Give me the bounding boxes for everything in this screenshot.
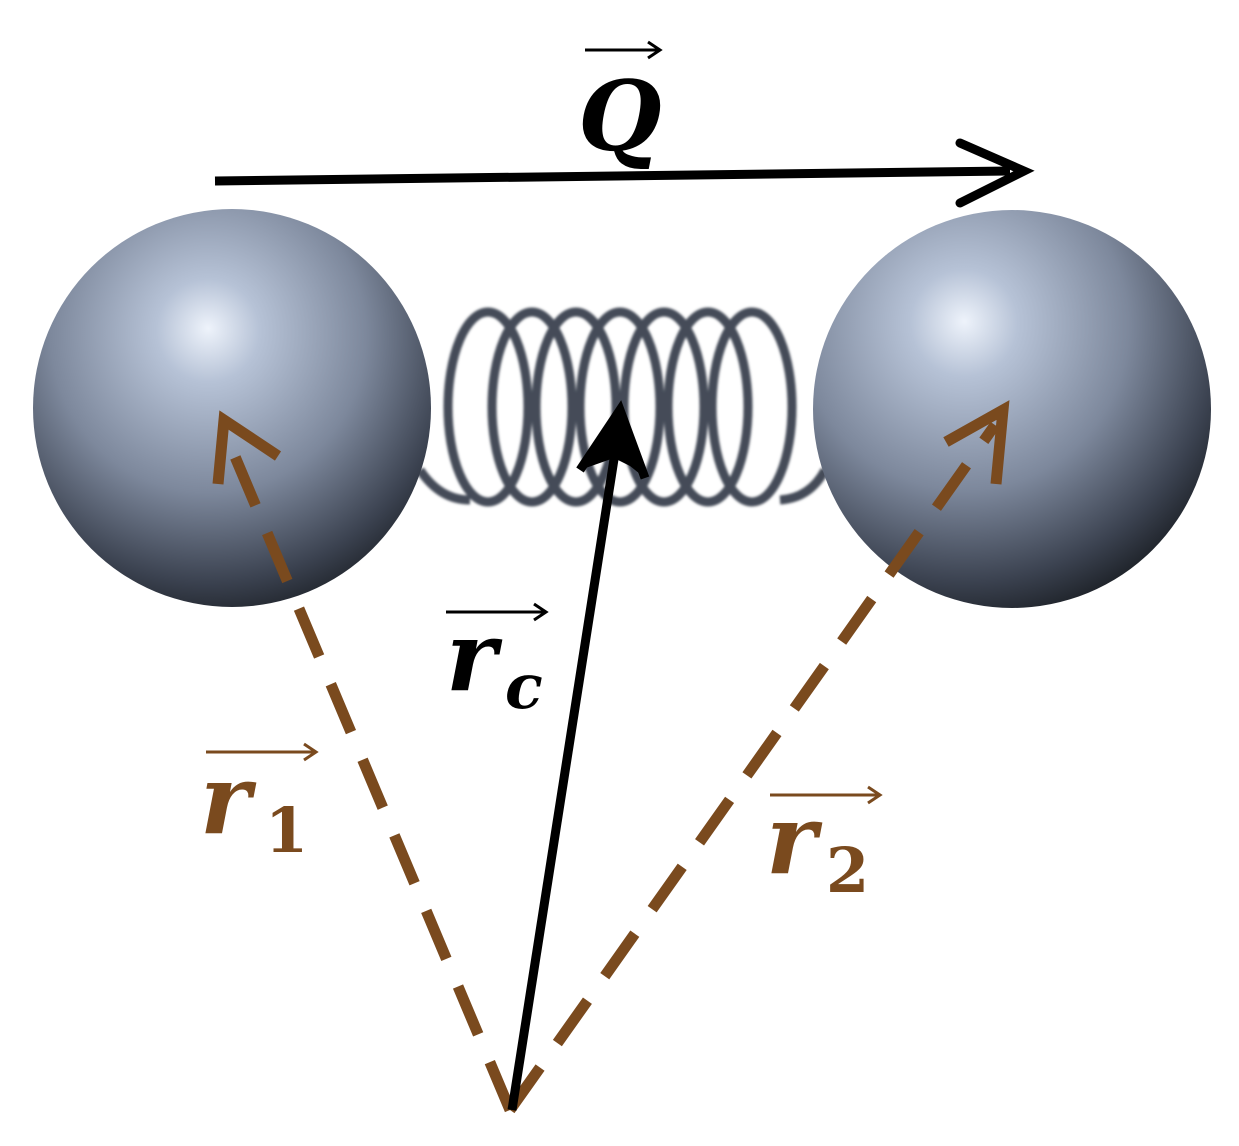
- q-label-text: Q: [578, 60, 662, 173]
- q-vector-arrow: [214, 138, 1035, 208]
- r1-vector-arrow: [212, 410, 516, 1113]
- r2-vector-arrow: [505, 400, 1010, 1114]
- spring-icon: [416, 307, 829, 507]
- r2-label-base: r: [766, 783, 823, 896]
- rc-vector-arrow: [507, 400, 650, 1111]
- left-sphere-icon: [33, 209, 431, 607]
- r1-label-base: r: [200, 743, 257, 856]
- r2-label-sub: 2: [826, 834, 869, 907]
- rc-label-sub: c: [505, 650, 543, 723]
- r1-label: r 1: [200, 742, 319, 867]
- r1-label-sub: 1: [265, 794, 308, 867]
- right-sphere-icon: [813, 210, 1211, 608]
- q-label: Q: [578, 40, 663, 173]
- rc-label-base: r: [446, 600, 503, 713]
- r2-label: r 2: [766, 783, 883, 907]
- rc-label: r c: [446, 600, 549, 723]
